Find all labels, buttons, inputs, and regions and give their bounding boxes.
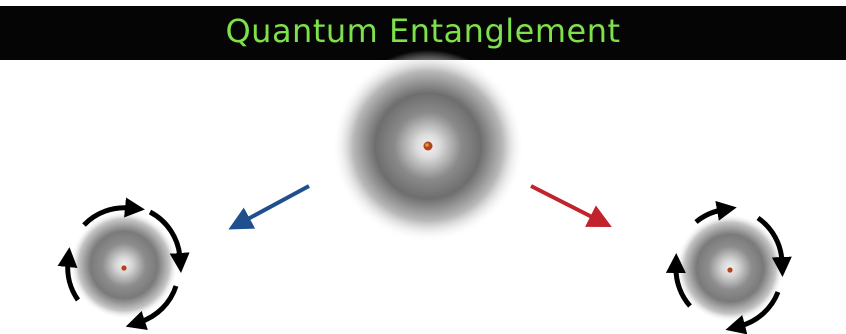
right-direction-arrow bbox=[531, 186, 594, 218]
central-electron-cloud-icon bbox=[332, 50, 524, 242]
left-spinning-particle-icon bbox=[68, 208, 180, 322]
left-direction-arrow bbox=[246, 186, 309, 220]
right-spinning-particle-icon bbox=[676, 210, 784, 326]
